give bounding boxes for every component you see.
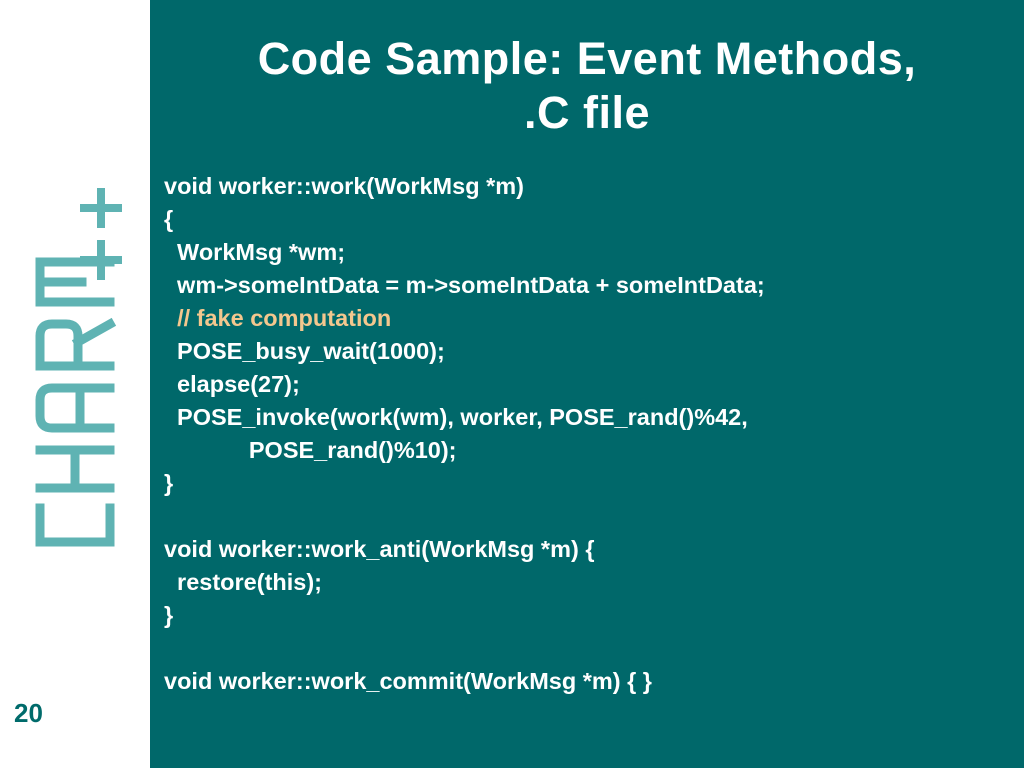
charm-logo-icon [35, 188, 122, 547]
comment-slashes: // [177, 305, 197, 331]
comment-text: fake computation [196, 305, 392, 331]
code-blank-line [164, 500, 1014, 533]
left-sidebar: 20 [0, 0, 150, 768]
code-indent [164, 305, 177, 331]
slide-title-line-1: Code Sample: Event Methods, [257, 33, 917, 84]
code-sample: void worker::work(WorkMsg *m) { WorkMsg … [164, 170, 1014, 698]
code-line: POSE_rand()%10); [164, 437, 457, 463]
page-number: 20 [14, 698, 43, 728]
content-panel: Code Sample: Event Methods, .C file void… [150, 0, 1024, 768]
code-line: void worker::work_anti(WorkMsg *m) { [164, 536, 595, 562]
charm-logo [22, 184, 132, 550]
code-line: } [164, 602, 174, 628]
slide-title: Code Sample: Event Methods, .C file [150, 32, 1024, 140]
code-line: POSE_invoke(work(wm), worker, POSE_rand(… [164, 404, 748, 430]
code-line: POSE_busy_wait(1000); [164, 338, 445, 364]
code-line: void worker::work_commit(WorkMsg *m) { } [164, 668, 652, 694]
code-line: restore(this); [164, 569, 322, 595]
code-line: wm->someIntData = m->someIntData + someI… [164, 272, 765, 298]
code-line: } [164, 470, 174, 496]
code-line: { [164, 206, 174, 232]
code-comment-line: // fake computation [164, 302, 1014, 335]
code-line: WorkMsg *wm; [164, 239, 346, 265]
code-blank-line [164, 632, 1014, 665]
code-line: void worker::work(WorkMsg *m) [164, 173, 524, 199]
slide-title-line-2: .C file [523, 87, 651, 138]
code-line: elapse(27); [164, 371, 300, 397]
